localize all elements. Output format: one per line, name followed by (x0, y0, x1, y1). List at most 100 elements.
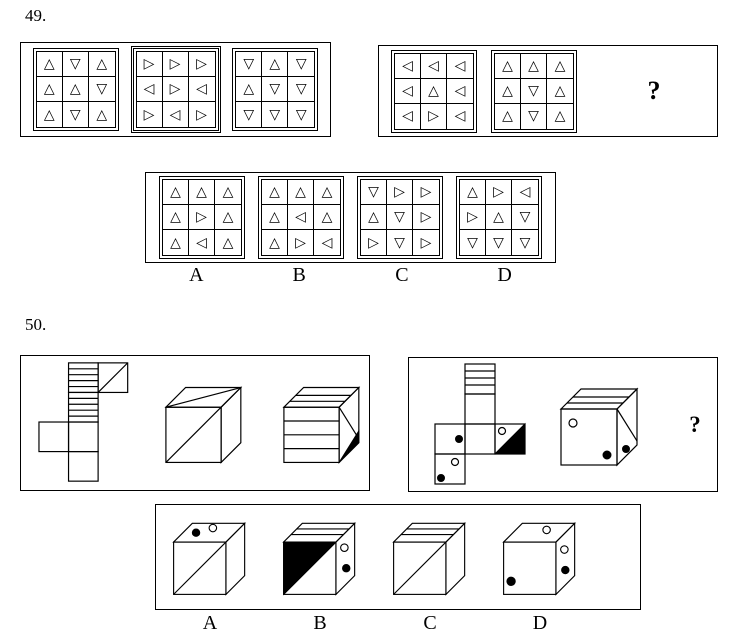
triangle-down: ▽ (387, 205, 413, 230)
cube-net-with-black-triangle-and-dots-figure (434, 362, 526, 485)
q49-premise-panel-3: ▽△▽△▽▽▽▽▽ (232, 48, 319, 131)
triangle-up: △ (547, 54, 573, 79)
triangle-down: ▽ (486, 230, 512, 255)
triangle-left: ◁ (163, 102, 189, 127)
triangle-down: ▽ (519, 234, 531, 251)
triangle-grid: △△△△▷△△◁△ (162, 179, 242, 256)
triangle-down: ▽ (460, 230, 486, 255)
triangle-up: △ (163, 180, 189, 205)
triangle-down: ▽ (288, 77, 315, 102)
option-letter-b: B (313, 612, 327, 634)
triangle-up: △ (262, 52, 289, 77)
triangle-down: ▽ (262, 77, 289, 102)
triangle-right: ▷ (137, 102, 163, 127)
triangle-grid: ▽△▽△▽▽▽▽▽ (235, 51, 316, 128)
cube-net-striped-with-flag-figure (38, 362, 129, 482)
triangle-up: △ (288, 180, 314, 205)
triangle-up: △ (521, 53, 547, 79)
triangle-up: △ (554, 108, 566, 124)
triangle-right: ▷ (421, 103, 447, 129)
triangle-up: △ (37, 102, 63, 127)
triangle-left: ◁ (395, 103, 421, 129)
triangle-right: ▷ (361, 230, 387, 255)
q49-option-c-panel: ▽▷▷△▽▷▷▽▷ (357, 176, 443, 259)
triangle-right: ▷ (387, 180, 413, 205)
triangle-right: ▷ (196, 106, 207, 123)
triangle-up: △ (460, 180, 486, 205)
triangle-up: △ (189, 180, 215, 205)
q49-premise-panel-4: ◁◁◁◁△◁◁▷◁ (391, 49, 477, 133)
triangle-up: △ (163, 205, 189, 230)
triangle-down: ▽ (262, 102, 289, 127)
option-letter-a: A (189, 264, 204, 286)
triangle-left: ◁ (189, 230, 215, 255)
option-c-cube-front-diagonal-figure (392, 521, 467, 596)
triangle-left: ◁ (447, 79, 473, 104)
triangle-left: ◁ (288, 205, 314, 230)
triangle-down: ▽ (236, 52, 263, 77)
triangle-right: ▷ (413, 205, 439, 230)
triangle-up: △ (36, 77, 63, 102)
triangle-grid: △△△△▽△△▽△ (494, 52, 574, 130)
triangle-right: ▷ (413, 180, 439, 205)
q50-options-box (155, 504, 641, 610)
triangle-up: △ (495, 103, 521, 129)
q50-premise-box-2: ? (408, 357, 718, 492)
triangle-grid: △▽△△△▽△▽△ (35, 51, 116, 128)
triangle-down: ▽ (63, 102, 89, 127)
cube-with-stripes-and-black-corner-figure (282, 386, 361, 464)
triangle-down: ▽ (295, 106, 307, 123)
triangle-up: △ (547, 79, 573, 104)
triangle-right: ▷ (420, 234, 432, 251)
triangle-up: △ (314, 205, 340, 230)
triangle-right: ▷ (189, 205, 215, 230)
option-letter-d: D (532, 612, 548, 634)
option-b-cube-black-triangle-front-figure (282, 521, 357, 596)
triangle-left: ◁ (447, 54, 473, 79)
triangle-right: ▷ (460, 205, 486, 230)
triangle-up: △ (236, 77, 263, 102)
triangle-down: ▽ (521, 103, 547, 129)
triangle-up: △ (62, 77, 89, 102)
option-letter-d: D (497, 264, 512, 286)
q50-premise-box-1 (20, 355, 370, 491)
triangle-down: ▽ (361, 180, 387, 205)
triangle-down: ▽ (62, 52, 89, 77)
triangle-up: △ (96, 106, 108, 123)
triangle-left: ◁ (395, 78, 421, 104)
triangle-up: △ (361, 205, 387, 230)
option-letter-c: C (423, 612, 437, 634)
question-50-number: 50. (25, 315, 47, 334)
triangle-right: ▷ (162, 52, 189, 77)
triangle-down: ▽ (512, 205, 538, 230)
q50-option-cubes (156, 505, 584, 609)
question-mark: ? (689, 411, 701, 437)
triangle-down: ▽ (521, 78, 547, 104)
triangle-down: ▽ (236, 102, 263, 127)
triangle-grid: ▽▷▷△▽▷▷▽▷ (360, 179, 440, 256)
triangle-right: ▷ (162, 77, 189, 102)
triangle-grid: △△△△◁△△▷◁ (261, 179, 341, 256)
triangle-up: △ (163, 230, 189, 255)
triangle-up: △ (495, 53, 521, 79)
triangle-up: △ (262, 230, 288, 255)
triangle-grid: ◁◁◁◁△◁◁▷◁ (394, 52, 474, 130)
triangle-grid: △▷◁▷△▽▽▽▽ (459, 179, 539, 256)
option-a-cube-dots-top-diagonal-front-figure (172, 521, 247, 596)
cube-with-stripes-dots-and-diagonal-figure (559, 387, 639, 466)
triangle-up: △ (36, 52, 63, 77)
triangle-left: ◁ (454, 108, 466, 124)
q49-option-a-panel: △△△△▷△△◁△ (159, 176, 245, 259)
triangle-up: △ (88, 52, 115, 77)
q49-premise-panel-1: △▽△△△▽△▽△ (32, 48, 119, 131)
triangle-left: ◁ (188, 77, 215, 102)
q50-option-letters: A B C D (155, 612, 641, 635)
q49-options-box: △△△△▷△△◁△ △△△△◁△△▷◁ ▽▷▷△▽▷▷▽▷ △▷◁▷△▽▽▽▽ (145, 172, 556, 263)
q49-premise-panel-2: ▷▷▷◁▷◁▷◁▷ (130, 46, 221, 133)
triangle-left: ◁ (136, 77, 163, 102)
triangle-down: ▽ (387, 230, 413, 255)
q49-option-letters: A B C D (145, 264, 556, 287)
triangle-up: △ (222, 234, 234, 251)
triangle-right: ▷ (188, 52, 215, 77)
triangle-up: △ (486, 205, 512, 230)
